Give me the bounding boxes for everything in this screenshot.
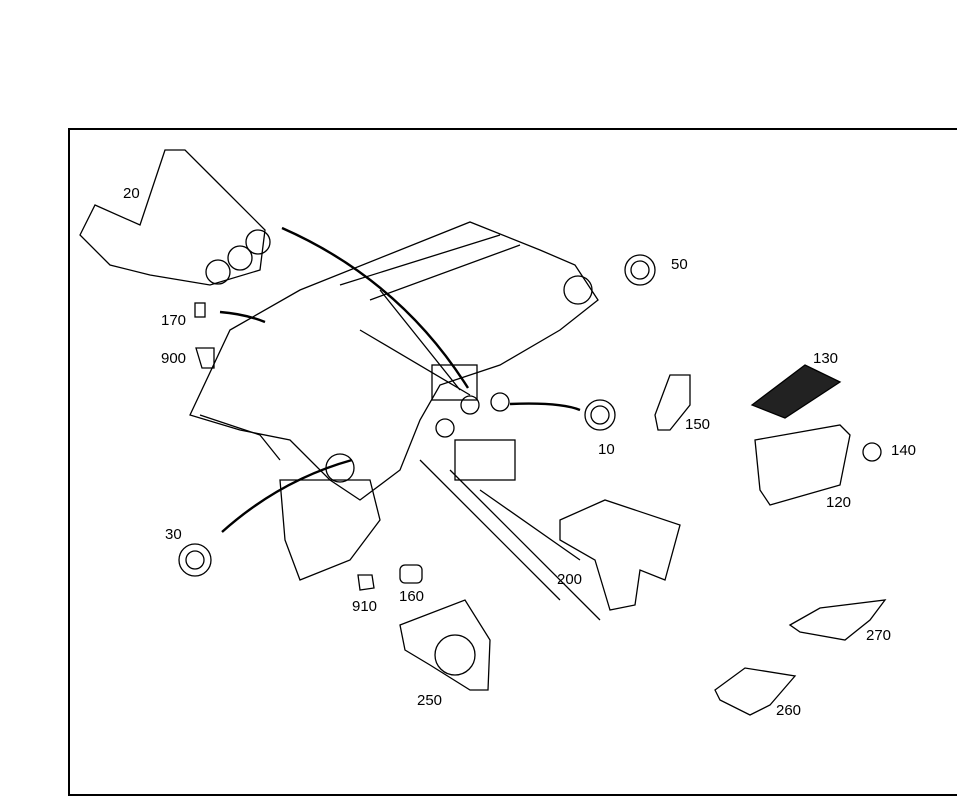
part-label-120: 120	[826, 494, 852, 511]
part-150-duct	[654, 374, 691, 431]
part-label-170: 170	[161, 312, 187, 329]
part-50-vent	[624, 254, 656, 286]
part-label-200: 200	[557, 571, 583, 588]
part-label-140: 140	[891, 442, 917, 459]
part-20-air-duct	[79, 149, 271, 286]
part-130-mat	[750, 364, 842, 419]
part-910-connector	[357, 574, 375, 591]
part-900-connector	[195, 347, 215, 369]
dashboard-panel	[189, 221, 601, 621]
part-250-blower	[399, 599, 491, 691]
part-label-30: 30	[165, 526, 182, 543]
part-label-150: 150	[685, 416, 711, 433]
arrows	[219, 226, 581, 533]
part-label-20: 20	[123, 185, 140, 202]
part-120-tray	[754, 424, 851, 506]
part-140-plug	[862, 442, 882, 462]
part-10-vent	[584, 399, 616, 431]
part-30-vent	[178, 543, 212, 577]
part-label-260: 260	[776, 702, 802, 719]
part-label-10: 10	[598, 441, 615, 458]
part-label-250: 250	[417, 692, 443, 709]
part-260-duct	[714, 667, 797, 716]
part-label-910: 910	[352, 598, 378, 615]
part-170-sensor	[194, 302, 206, 318]
part-200-duct	[559, 499, 681, 611]
part-label-160: 160	[399, 588, 425, 605]
diagram-frame	[68, 128, 957, 796]
part-270-duct	[788, 599, 887, 641]
part-label-50: 50	[671, 256, 688, 273]
part-label-900: 900	[161, 350, 187, 367]
part-label-270: 270	[866, 627, 892, 644]
part-label-130: 130	[813, 350, 839, 367]
part-160-switch	[399, 564, 423, 584]
